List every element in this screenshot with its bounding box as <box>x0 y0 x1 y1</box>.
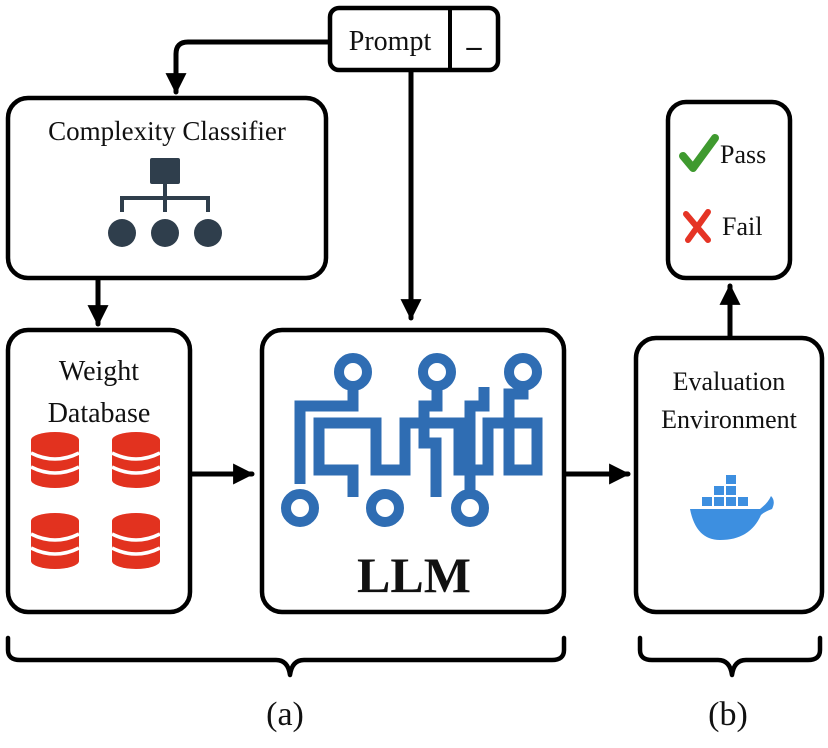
weight-database-box: Weight Database <box>5 327 193 615</box>
hierarchy-icon <box>108 158 222 247</box>
pass-label: Pass <box>720 140 766 169</box>
llm-label: LLM <box>357 547 471 603</box>
classifier-title: Complexity Classifier <box>48 116 286 146</box>
docker-whale-icon <box>690 475 774 540</box>
evaluation-title-line1: Evaluation <box>673 367 786 396</box>
llm-box: LLM <box>259 327 567 615</box>
brace-a-label: (a) <box>266 696 304 733</box>
results-box: Pass Fail <box>665 99 793 281</box>
database-title-line1: Weight <box>59 356 139 387</box>
brace-b <box>637 635 823 678</box>
prompt-label: Prompt <box>349 26 432 57</box>
checkmark-icon <box>679 134 719 172</box>
evaluation-environment-box: Evaluation Environment <box>633 335 825 615</box>
complexity-classifier-box: Complexity Classifier <box>5 95 329 281</box>
fail-label: Fail <box>722 212 762 241</box>
prompt-cursor: _ <box>466 20 483 53</box>
prompt-to-classifier-arrow <box>165 39 333 95</box>
brace-a <box>5 635 567 678</box>
evaluation-title-line2: Environment <box>661 405 798 434</box>
database-title-line2: Database <box>48 398 151 429</box>
circuit-icon <box>281 353 543 527</box>
prompt-box: Prompt _ <box>327 5 501 73</box>
cross-icon <box>683 209 711 243</box>
brace-b-label: (b) <box>708 696 748 733</box>
